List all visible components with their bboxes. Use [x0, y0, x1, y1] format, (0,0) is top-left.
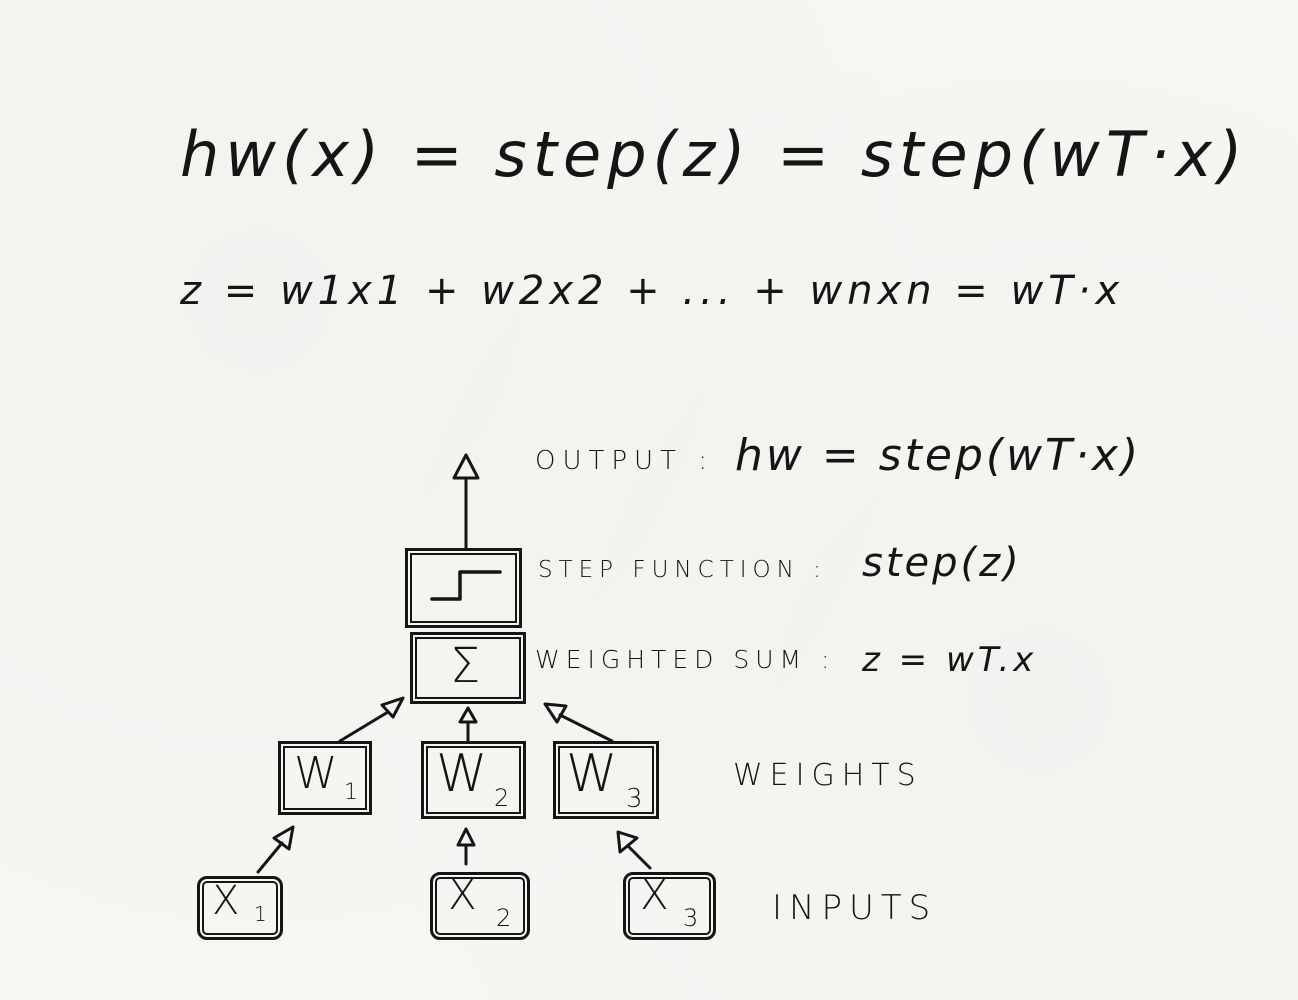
- output-arrow-head: [452, 453, 480, 480]
- input-node-2: [430, 872, 530, 940]
- weights-label: WEIGHTS: [733, 758, 923, 793]
- step-function-label: STEP FUNCTION :: [538, 557, 827, 583]
- input-3-letter: X: [640, 870, 669, 919]
- weight-1-letter: W: [294, 748, 338, 799]
- sigma-symbol: Σ: [450, 638, 481, 694]
- weight-2-subscript: 2: [494, 784, 510, 812]
- x3-to-w3-line: [626, 844, 652, 870]
- input-1-subscript: 1: [254, 902, 267, 926]
- w1-to-sum-line: [338, 710, 390, 743]
- w3-to-sum-line: [558, 713, 614, 743]
- step-function-icon: [430, 570, 502, 601]
- input-node-3: [623, 872, 716, 940]
- weight-2-letter: W: [436, 744, 488, 804]
- weight-node-3: [553, 741, 659, 819]
- weighted-sum-expression: z = wT.x: [862, 640, 1038, 680]
- x2-to-w2-arrowhead: [456, 827, 476, 847]
- weight-3-subscript: 3: [626, 784, 643, 814]
- input-3-subscript: 3: [683, 904, 699, 932]
- weight-node-2: [421, 741, 526, 819]
- input-2-letter: X: [448, 870, 477, 919]
- inputs-label: INPUTS: [772, 888, 938, 928]
- weighted-sum-label: WEIGHTED SUM :: [535, 645, 836, 674]
- step-function-node: [405, 548, 522, 628]
- weight-3-letter: W: [566, 744, 618, 804]
- x1-to-w1-line: [256, 841, 284, 874]
- input-1-letter: X: [212, 878, 240, 924]
- weight-1-subscript: 1: [344, 780, 358, 805]
- w3-to-sum-arrowhead: [543, 702, 568, 724]
- input-2-subscript: 2: [496, 904, 512, 932]
- perceptron-equation: hw(x) = step(z) = step(wT·x): [180, 118, 1249, 191]
- output-label: OUTPUT :: [535, 446, 714, 476]
- w1-to-sum-arrowhead: [380, 696, 405, 719]
- x1-to-w1-arrowhead: [272, 825, 295, 851]
- weighted-sum-equation: z = w1x1 + w2x2 + ... + wnxn = wT·x: [180, 268, 1125, 314]
- w2-to-sum-arrowhead: [458, 706, 478, 724]
- weighted-sum-node: [410, 632, 526, 704]
- input-node-1: [197, 876, 283, 940]
- output-expression: hw = step(wT·x): [735, 430, 1142, 481]
- x3-to-w3-arrowhead: [616, 830, 639, 854]
- step-function-expression: step(z): [862, 540, 1022, 586]
- weight-node-1: [278, 741, 372, 815]
